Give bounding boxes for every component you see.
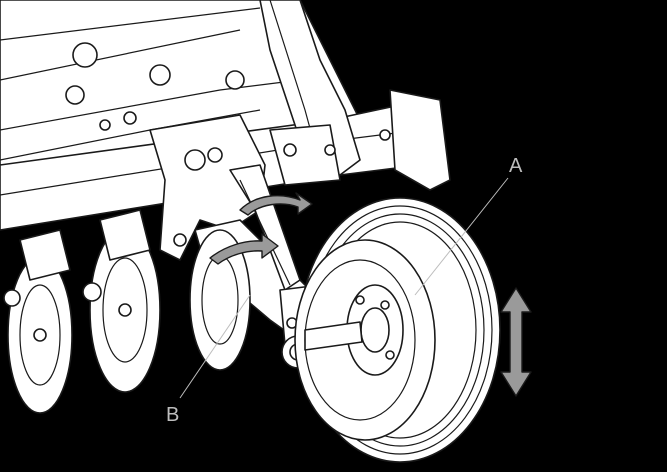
callout-a: A	[509, 155, 523, 177]
callout-b: B	[166, 404, 180, 426]
leader-line-b	[179, 294, 251, 399]
coulter-discs	[3, 209, 251, 414]
height-adjust-arrow-icon	[500, 287, 532, 397]
rotation-arrow-icon	[209, 192, 313, 265]
depth-wheel	[294, 197, 501, 463]
leader-line-a	[414, 177, 509, 296]
